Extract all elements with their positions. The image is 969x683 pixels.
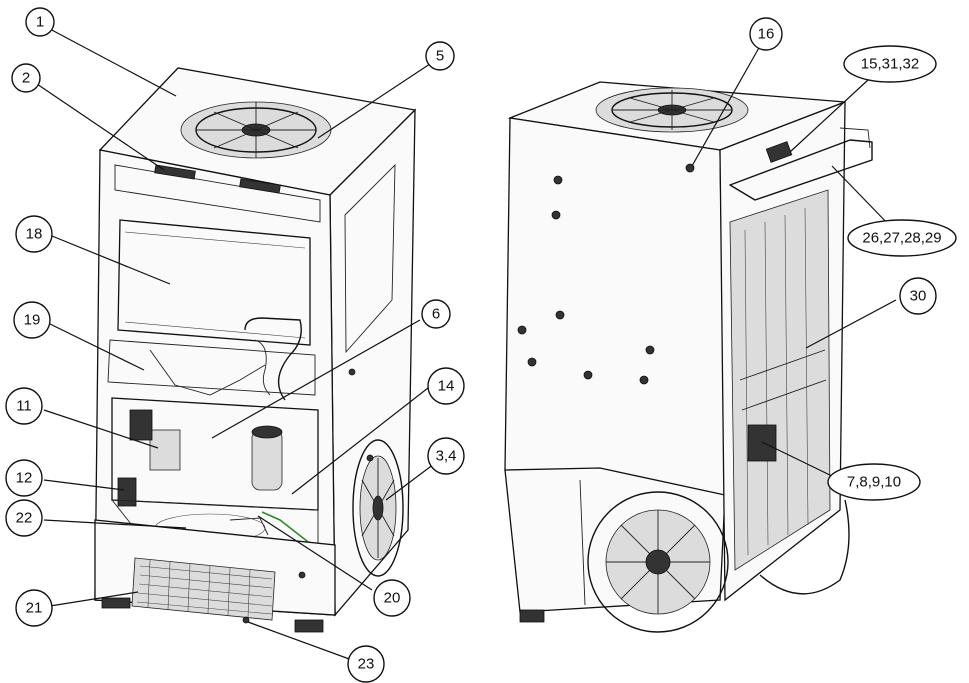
rear-view-wheel (587, 491, 729, 633)
callout-11-label: 11 (16, 398, 32, 415)
callout-20: 20 (373, 579, 411, 617)
callout-30: 30 (899, 277, 937, 315)
callout-30-label: 30 (910, 288, 927, 305)
callout-18-label: 18 (26, 226, 43, 243)
leader-lines (33, 27, 897, 661)
callout-20-label: 20 (384, 590, 401, 607)
callout-16-label: 16 (758, 26, 775, 43)
carry-handle (729, 127, 873, 201)
callout-7-8-9-10-label: 7,8,9,10 (847, 474, 901, 491)
callout-15-31-32: 15,31,32 (843, 45, 937, 83)
callout-18: 18 (15, 215, 53, 253)
callout-16: 16 (749, 17, 783, 51)
filter-panel (117, 219, 311, 346)
rear-view-unit (504, 81, 873, 633)
callout-3-4-label: 3,4 (436, 448, 457, 465)
callout-21: 21 (15, 589, 53, 627)
callout-6: 6 (421, 299, 451, 329)
callout-19: 19 (13, 301, 51, 339)
callout-12: 12 (5, 459, 43, 497)
callout-3-4: 3,4 (427, 437, 465, 475)
callout-23: 23 (347, 645, 385, 683)
callout-11: 11 (5, 387, 43, 425)
rear-filter-door (729, 189, 831, 571)
callout-15-31-32-label: 15,31,32 (861, 56, 919, 73)
callout-5-label: 5 (436, 48, 444, 65)
callout-22: 22 (5, 499, 43, 537)
callout-22-label: 22 (16, 510, 33, 527)
callout-26-27-28-29: 26,27,28,29 (847, 219, 957, 257)
callout-12-label: 12 (16, 470, 33, 487)
callout-21-label: 21 (26, 600, 43, 617)
callout-1-label: 1 (36, 14, 44, 31)
rear-top-fan-grille (595, 87, 749, 133)
top-fan-grille (180, 101, 332, 159)
callout-7-8-9-10: 7,8,9,10 (827, 463, 921, 501)
callout-2-label: 2 (22, 70, 30, 87)
callout-14: 14 (427, 367, 465, 405)
callout-2: 2 (11, 63, 41, 93)
front-view-wheel (352, 439, 404, 577)
front-view-unit (94, 67, 417, 633)
callout-19-label: 19 (24, 312, 41, 329)
callout-5: 5 (425, 41, 455, 71)
callout-1: 1 (25, 7, 55, 37)
callout-14-label: 14 (438, 378, 455, 395)
callout-26-27-28-29-label: 26,27,28,29 (862, 230, 941, 247)
callout-23-label: 23 (358, 656, 375, 673)
callout-6-label: 6 (432, 306, 440, 323)
front-intake-grille (131, 557, 276, 621)
rear-left-side-panel (504, 117, 726, 496)
